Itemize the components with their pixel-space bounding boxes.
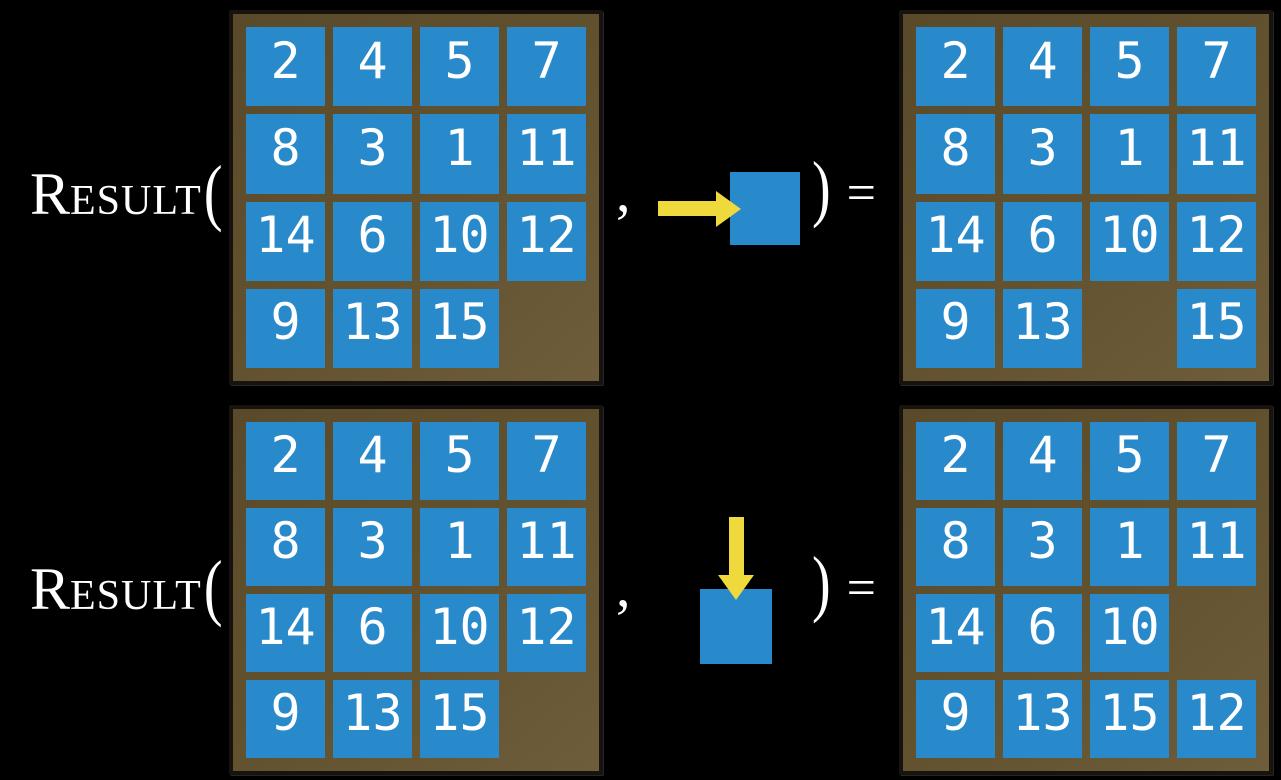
puzzle-tile: 7 [1177, 27, 1256, 107]
puzzle-tile: 5 [1090, 27, 1169, 107]
arrow-head [716, 190, 741, 227]
puzzle-tile: 8 [916, 114, 995, 194]
blank-cell [507, 680, 586, 758]
puzzle-tile: 4 [1003, 422, 1082, 500]
puzzle-tile: 15 [420, 680, 499, 758]
puzzle-tile: 10 [1090, 201, 1169, 281]
puzzle-tile: 5 [1090, 422, 1169, 500]
puzzle-tile: 1 [1090, 508, 1169, 586]
puzzle-tile: 14 [916, 201, 995, 281]
puzzle-tile: 10 [420, 594, 499, 672]
puzzle-tile: 4 [333, 27, 412, 107]
puzzle-tile: 10 [1090, 594, 1169, 672]
puzzle-tile: 2 [246, 422, 325, 500]
puzzle-tile: 7 [507, 27, 586, 107]
output-board-1: 2 4 5 7 8 3 1 11 14 6 10 12 9 13 15 [899, 10, 1273, 385]
move-down-action [700, 517, 772, 664]
puzzle-tile: 12 [507, 594, 586, 672]
equation-close: ) = [812, 152, 876, 226]
puzzle-tile: 8 [246, 114, 325, 194]
puzzle-tile: 15 [1090, 680, 1169, 758]
puzzle-tile: 12 [1177, 680, 1256, 758]
comma-separator: , [616, 159, 631, 224]
puzzle-tile: 14 [246, 594, 325, 672]
arrow-down-icon [718, 517, 754, 600]
function-name-initial: R [30, 161, 71, 227]
puzzle-tile: 11 [1177, 114, 1256, 194]
equation-close: ) = [812, 547, 876, 621]
puzzle-tile: 2 [916, 422, 995, 500]
action-tile [730, 172, 800, 245]
puzzle-tile: 1 [420, 508, 499, 586]
puzzle-tile: 13 [333, 680, 412, 758]
puzzle-tile: 9 [246, 680, 325, 758]
blank-cell [1090, 289, 1169, 368]
puzzle-tile: 3 [333, 114, 412, 194]
puzzle-tile: 11 [507, 508, 586, 586]
close-paren: ) [812, 147, 831, 230]
puzzle-tile: 6 [1003, 594, 1082, 672]
puzzle-tile: 9 [916, 680, 995, 758]
puzzle-tile: 9 [246, 288, 325, 368]
puzzle-tile: 3 [333, 508, 412, 586]
arrow-shaft [728, 517, 744, 575]
input-board-2: 2 4 5 7 8 3 1 11 14 6 10 12 9 13 15 [229, 405, 603, 775]
puzzle-tile: 1 [1090, 114, 1169, 194]
puzzle-tile: 15 [1177, 288, 1256, 368]
puzzle-tile: 11 [507, 114, 586, 194]
arrow-head [718, 575, 754, 600]
puzzle-tile: 3 [1003, 114, 1082, 194]
puzzle-tile: 12 [1177, 201, 1256, 281]
puzzle-tile: 6 [333, 594, 412, 672]
puzzle-tile: 6 [1003, 201, 1082, 281]
puzzle-tile: 6 [333, 201, 412, 281]
puzzle-tile: 4 [1003, 27, 1082, 107]
move-right-action [658, 172, 800, 245]
puzzle-tile: 12 [507, 201, 586, 281]
open-paren: ( [203, 151, 223, 234]
arrow-shaft [658, 201, 716, 216]
puzzle-tile: 8 [916, 508, 995, 586]
puzzle-tile: 13 [1003, 288, 1082, 368]
arrow-right-icon [658, 190, 741, 227]
puzzle-tile: 7 [507, 422, 586, 500]
puzzle-tile: 2 [246, 27, 325, 107]
puzzle-tile: 13 [1003, 680, 1082, 758]
puzzle-tile: 2 [916, 27, 995, 107]
function-name-rest: ESULT [70, 573, 202, 619]
puzzle-tile: 7 [1177, 422, 1256, 500]
blank-cell [1177, 594, 1256, 672]
open-paren: ( [203, 546, 223, 629]
comma-separator: , [616, 554, 631, 619]
puzzle-tile: 3 [1003, 508, 1082, 586]
puzzle-tile: 14 [246, 201, 325, 281]
equals-sign: = [846, 165, 876, 222]
function-name-initial: R [30, 556, 71, 622]
puzzle-tile: 10 [420, 201, 499, 281]
function-name-rest: ESULT [70, 178, 202, 224]
puzzle-tile: 1 [420, 114, 499, 194]
input-board-1: 2 4 5 7 8 3 1 11 14 6 10 12 9 13 15 [229, 10, 603, 385]
puzzle-tile: 5 [420, 422, 499, 500]
puzzle-tile: 11 [1177, 508, 1256, 586]
action-tile [700, 589, 772, 664]
puzzle-tile: 8 [246, 508, 325, 586]
puzzle-tile: 9 [916, 288, 995, 368]
output-board-2: 2 4 5 7 8 3 1 11 14 6 10 9 13 15 12 [899, 405, 1273, 775]
puzzle-tile: 14 [916, 594, 995, 672]
blank-cell [507, 289, 586, 368]
puzzle-tile: 13 [333, 288, 412, 368]
puzzle-tile: 5 [420, 27, 499, 107]
close-paren: ) [812, 542, 831, 625]
puzzle-tile: 15 [420, 288, 499, 368]
equals-sign: = [846, 560, 876, 617]
puzzle-tile: 4 [333, 422, 412, 500]
